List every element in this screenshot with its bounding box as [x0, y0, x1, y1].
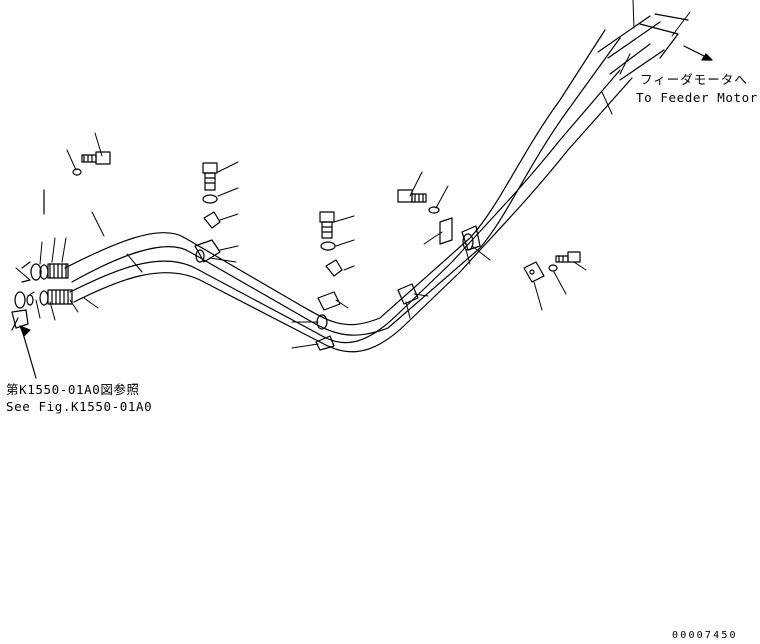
drawing-code: 00007450: [672, 630, 738, 641]
leader-lines: [15, 0, 691, 349]
arrow-see-reference: [19, 325, 37, 379]
figure-reference-label-en: See Fig.K1550-01A0: [6, 399, 153, 414]
hose-lower: [69, 43, 665, 353]
arrow-to-feeder-motor: [683, 45, 713, 61]
feeder-motor-label-en: To Feeder Motor: [636, 90, 758, 105]
clamp-assembly-1: [194, 162, 221, 263]
clamp-assembly-4: [523, 251, 581, 283]
hose-upper: [64, 13, 689, 336]
clamp-assembly-2: [315, 211, 343, 351]
bolt-top-left: [43, 151, 111, 215]
feeder-motor-label-jp: フィーダモータへ: [640, 72, 748, 87]
figure-reference-label-jp: 第K1550-01A0図参照: [6, 382, 140, 397]
clamp-assembly-3: [397, 189, 481, 305]
left-end-fittings: [11, 261, 73, 331]
